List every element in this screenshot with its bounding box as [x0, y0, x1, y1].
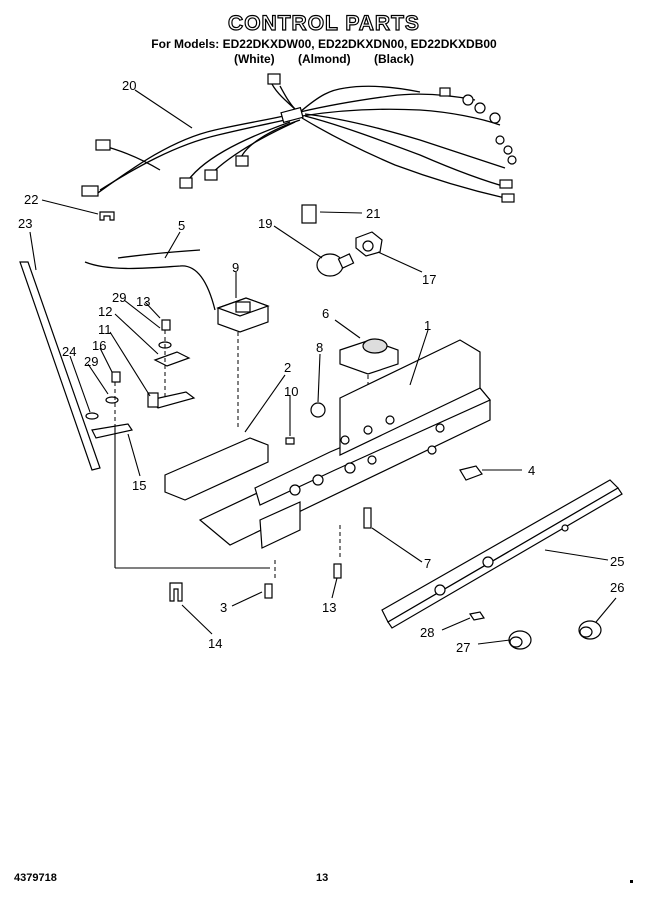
- strip-part-23: [19, 261, 101, 471]
- callout-13-lower: 13: [322, 600, 336, 615]
- knob-shaft-part-11: [147, 391, 196, 409]
- clip-part-28: [469, 611, 485, 621]
- callout-27: 27: [456, 640, 470, 655]
- registration-mark: [630, 880, 633, 883]
- screw-part-13-lower: [333, 563, 342, 579]
- switch-part-6: [339, 338, 399, 375]
- callout-15: 15: [132, 478, 146, 493]
- callout-20: 20: [122, 78, 136, 93]
- page-number: 13: [316, 872, 329, 884]
- variant-white: (White): [233, 52, 275, 66]
- clip-part-22: [99, 211, 115, 221]
- bracket-part-2: [164, 437, 269, 501]
- part-number: 4379718: [14, 872, 57, 884]
- callout-1: 1: [424, 318, 431, 333]
- screw-part-7: [363, 507, 372, 529]
- socket-clip-part-21: [301, 204, 317, 224]
- callout-8: 8: [316, 340, 323, 355]
- callout-21: 21: [366, 206, 380, 221]
- callout-25: 25: [610, 554, 624, 569]
- clip-part-14: [169, 582, 183, 602]
- callout-16: 16: [92, 338, 106, 353]
- callout-3: 3: [220, 600, 227, 615]
- screw-part-13-upper: [161, 319, 171, 331]
- callout-6: 6: [322, 306, 329, 321]
- callout-24: 24: [62, 344, 76, 359]
- callout-23: 23: [18, 216, 32, 231]
- callout-22: 22: [24, 192, 38, 207]
- callout-labels: 20 22 23 5 21 19 17 9 6 1 29 13 12 11 16…: [18, 78, 624, 655]
- washer-part-24: [85, 412, 99, 420]
- leader-lines: [29, 89, 617, 645]
- knob-part-27: [508, 630, 532, 650]
- callout-29-lower: 29: [84, 354, 98, 369]
- callout-17: 17: [422, 272, 436, 287]
- screw-part-16: [111, 371, 121, 383]
- washer-part-29-lower: [105, 396, 119, 404]
- callout-26: 26: [610, 580, 624, 595]
- callout-13-upper: 13: [136, 294, 150, 309]
- light-bulb-part-19: [316, 253, 355, 277]
- callout-10: 10: [284, 384, 298, 399]
- color-variants: (White) (Almond) (Black): [0, 52, 648, 66]
- screw-part-10: [285, 437, 295, 445]
- callout-19: 19: [258, 216, 272, 231]
- callout-29-upper: 29: [112, 290, 126, 305]
- lever-part-15: [91, 423, 133, 439]
- wire-harness-part: [81, 73, 517, 203]
- button-part-8: [310, 402, 326, 418]
- callout-5: 5: [178, 218, 185, 233]
- control-housing-part-1: [198, 339, 491, 549]
- control-panel-part-25: [381, 479, 623, 629]
- model-list: For Models: ED22DKXDW00, ED22DKXDN00, ED…: [151, 37, 497, 51]
- variant-almond: (Almond): [297, 52, 351, 66]
- callout-11: 11: [98, 322, 112, 337]
- capillary-part-5: [84, 261, 216, 311]
- bracket-part-12: [153, 351, 191, 367]
- callout-2: 2: [284, 360, 291, 375]
- clip-part-4: [459, 465, 483, 481]
- variant-black: (Black): [373, 52, 414, 66]
- thermostat-part-9: [216, 297, 270, 333]
- callout-12: 12: [98, 304, 112, 319]
- screw-part-3: [264, 583, 273, 599]
- callout-7: 7: [424, 556, 431, 571]
- callout-4: 4: [528, 463, 535, 478]
- knob-part-26: [578, 620, 602, 640]
- socket-part-17: [355, 231, 383, 257]
- callout-28: 28: [420, 625, 434, 640]
- callout-9: 9: [232, 260, 239, 275]
- page-title: CONTROL PARTS: [227, 11, 420, 35]
- callout-14: 14: [208, 636, 222, 651]
